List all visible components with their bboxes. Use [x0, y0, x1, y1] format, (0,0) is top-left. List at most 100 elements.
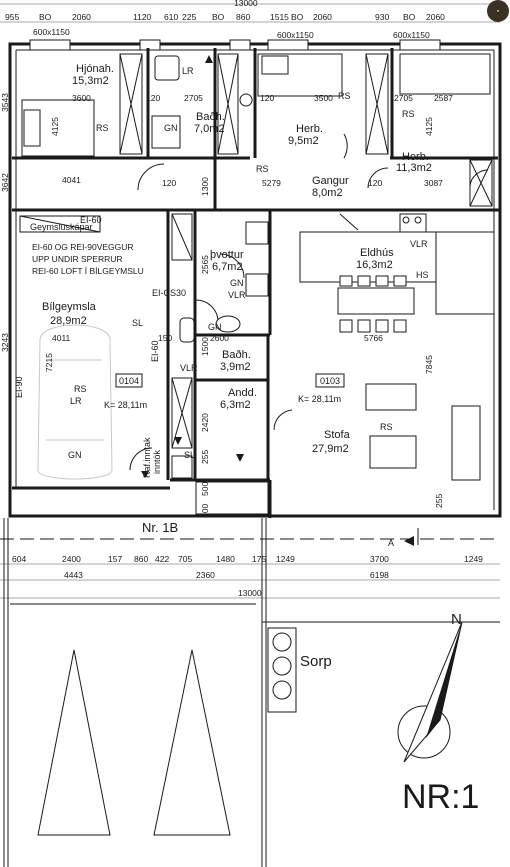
- label-gn: GN: [208, 322, 222, 332]
- dim: 500: [200, 482, 210, 496]
- unit-number-b: 0103: [320, 376, 340, 386]
- outer-walls: [8, 39, 502, 518]
- dim: 120: [146, 93, 160, 103]
- label-rs: RS: [256, 164, 269, 174]
- dim: 2587: [434, 93, 453, 103]
- room-area-badh1: 7,0m2: [194, 123, 225, 135]
- dim: 600: [200, 504, 210, 518]
- unit-boxes: 0104 K= 28,11m 0103 K= 28,11m: [104, 373, 345, 410]
- room-name-herb2: Herb.: [402, 151, 429, 163]
- dim: 2705: [184, 93, 203, 103]
- top-dim: 860: [236, 12, 250, 22]
- label-raf: Raf.inntak: [142, 437, 152, 478]
- room-area-herb1: 9,5m2: [288, 135, 319, 147]
- bottom-dim: 860: [134, 554, 148, 564]
- bottom-dim: 422: [155, 554, 169, 564]
- top-total-dim: 13000: [234, 0, 258, 8]
- bottom-dimensions: 604 2400 157 860 422 705 1480 175 1249 3…: [0, 554, 500, 599]
- street-label-group: Nr. 1B A: [142, 520, 394, 548]
- label-eics30: EI-CS30: [152, 288, 186, 298]
- dim: 3600: [72, 93, 91, 103]
- label-inntok: inntök: [152, 449, 162, 474]
- fire-note-line: EI-60 OG REI-90VEGGUR: [32, 242, 134, 252]
- dim: 1300: [200, 177, 210, 196]
- top-dim: 955: [5, 12, 19, 22]
- fire-note: EI-60 OG REI-90VEGGUR UPP UNDIR SPERRUR …: [32, 242, 144, 276]
- dim: 3500: [314, 93, 333, 103]
- dim: 5279: [262, 178, 281, 188]
- dim: 2420: [200, 413, 210, 432]
- label-gn: GN: [164, 123, 178, 133]
- room-area-thvottur: 6,7m2: [212, 261, 243, 273]
- top-dim: 1120: [133, 12, 152, 22]
- dim: 4125: [50, 117, 60, 136]
- furniture: [19, 53, 493, 515]
- sorp-label: Sorp: [300, 653, 332, 670]
- north-arrow-icon: [403, 621, 463, 763]
- dim: 7215: [44, 353, 54, 372]
- label-lr: LR: [182, 66, 194, 76]
- room-name-badh1: Baðh.: [196, 111, 225, 123]
- street-label: Nr. 1B: [142, 520, 178, 535]
- top-dimensions: 13000 955 BO 2060 1120 610 225 BO 860 15…: [0, 0, 500, 40]
- top-dim: 2060: [72, 12, 91, 22]
- room-name-herb1: Herb.: [296, 123, 323, 135]
- room-name-bilgeymsla: Bílgeymsla: [42, 301, 97, 313]
- top-dim: 2060: [313, 12, 332, 22]
- unit-height-b: K= 28,11m: [298, 394, 341, 404]
- label-vlr: VLR: [228, 290, 246, 300]
- bottom-dim: 705: [178, 554, 192, 564]
- doors: [129, 133, 489, 471]
- logo-badge-icon: ●: [487, 0, 509, 22]
- dim: 3642: [0, 173, 10, 192]
- room-area-hjonah: 15,3m2: [72, 75, 109, 87]
- room-area-badh2: 3,9m2: [220, 361, 251, 373]
- label-hs: HS: [416, 270, 429, 280]
- dim: 3243: [0, 333, 10, 352]
- dim: 4125: [424, 117, 434, 136]
- label-vlr: VLR: [410, 239, 428, 249]
- top-dim: 610: [164, 12, 178, 22]
- bottom-dim: 157: [108, 554, 122, 564]
- fire-note-line: REI-60 LOFT Í BÍLGEYMSLU: [32, 266, 144, 276]
- window-label: BO: [403, 12, 416, 22]
- bottom-dim: 175: [252, 554, 266, 564]
- site-plan: Sorp N NR:1: [3, 518, 500, 867]
- bottom-dim: 3700: [370, 554, 389, 564]
- dim: 150: [158, 333, 172, 343]
- parking-space-mark: [37, 649, 111, 836]
- top-dim: 930: [375, 12, 389, 22]
- bottom-dim: 2360: [196, 570, 215, 580]
- parking-space-mark: [153, 649, 231, 836]
- label-ei60: EI-60: [80, 215, 102, 225]
- room-area-gangur: 8,0m2: [312, 187, 343, 199]
- bottom-dim: 1249: [276, 554, 295, 564]
- window-label: BO: [212, 12, 225, 22]
- dim: 4011: [52, 333, 71, 343]
- dim: 5766: [364, 333, 383, 343]
- label-sl: SL: [184, 450, 195, 460]
- dim: 255: [434, 494, 444, 508]
- dim: 255: [200, 450, 210, 464]
- dim: 120: [162, 178, 176, 188]
- top-dim: 225: [182, 12, 196, 22]
- dim: 3543: [0, 93, 10, 112]
- fire-note-line: UPP UNDIR SPERRUR: [32, 254, 123, 264]
- label-vlr: VLR: [180, 363, 198, 373]
- label-lr: LR: [70, 396, 82, 406]
- label-gn: GN: [230, 278, 244, 288]
- label-rs: RS: [338, 91, 351, 101]
- label-ei90: EI-90: [14, 376, 24, 398]
- bottom-dim: 1249: [464, 554, 483, 564]
- label-ei60: EI-60: [150, 340, 160, 362]
- dim: 120: [368, 178, 382, 188]
- window-size: 600x1150: [277, 30, 314, 40]
- unit-height-a: K= 28,11m: [104, 400, 147, 410]
- room-name-thvottur: þvottur: [210, 249, 244, 261]
- bottom-total-dim: 13000: [238, 588, 262, 598]
- room-labels: Hjónah. 15,3m2 Baðh. 7,0m2 Herb. 9,5m2 H…: [30, 63, 432, 455]
- label-rs: RS: [402, 109, 415, 119]
- dim: 3087: [424, 178, 443, 188]
- top-dim: 2060: [426, 12, 445, 22]
